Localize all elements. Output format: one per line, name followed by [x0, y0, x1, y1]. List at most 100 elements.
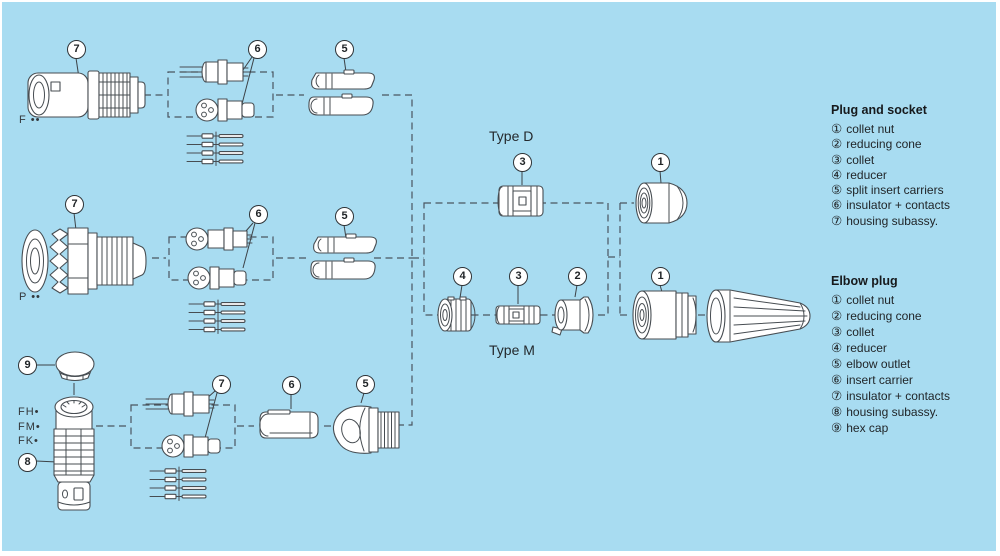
series-label-p: P •• [19, 291, 41, 303]
legend-item-label: insulator + contacts [846, 389, 950, 403]
series-label-f: F •• [19, 114, 41, 126]
insulator-male-drawing [145, 391, 215, 417]
legend-item-number: ⑤ [831, 357, 843, 371]
legend-item-number: ⑨ [831, 421, 843, 435]
legend-item-label: insert carrier [846, 373, 913, 387]
type-d-label: Type D [489, 128, 534, 144]
type-m-label: Type M [489, 342, 535, 358]
legend-item-number: ① [831, 122, 843, 136]
legend-item-number: ⑦ [831, 213, 843, 228]
legend-item-label: reducing cone [846, 137, 922, 152]
legend-item-number: ⑥ [831, 198, 843, 213]
collet-type-d-drawing [497, 185, 544, 217]
contacts-drawing [188, 299, 246, 334]
legend-item-label: housing subassy. [846, 213, 939, 228]
reducing-cone-drawing [551, 296, 594, 336]
callout-typed-nut: 1 [651, 153, 670, 172]
legend-item-label: reducer [846, 341, 887, 355]
panel-socket-drawing [21, 227, 147, 295]
callout-leader-lines [35, 56, 663, 463]
legend-item-number: ② [831, 309, 843, 323]
callout-typem-cone: 2 [568, 267, 587, 286]
callout-socket-insulator: 6 [249, 205, 268, 224]
legend-item-number: ② [831, 137, 843, 152]
callout-typed-collet: 3 [513, 153, 532, 172]
legend-item-label: collet nut [846, 122, 895, 136]
collet-type-m-drawing [495, 305, 541, 325]
insulator-female-drawing [161, 434, 221, 458]
callout-plug-carriers: 5 [335, 40, 354, 59]
callout-elbow-hexcap: 9 [18, 356, 37, 375]
callout-elbow-outlet: 5 [356, 375, 375, 394]
legend-item-label: reducing cone [846, 309, 922, 323]
legend-title: Plug and socket [831, 103, 927, 117]
callout-elbow-housing: 8 [18, 453, 37, 472]
series-label-fm: FM• [18, 421, 41, 433]
straight-plug-drawing [27, 70, 146, 120]
series-label-fh: FH• [18, 406, 40, 418]
insulator-female-drawing [195, 98, 255, 122]
insulator-male-drawing [179, 59, 249, 85]
legend-item-label: collet [846, 152, 875, 167]
split-insert-carriers-drawing [308, 69, 375, 116]
contacts-drawing [186, 131, 244, 166]
legend-item-number: ③ [831, 325, 843, 339]
callout-typem-nut: 1 [651, 267, 670, 286]
insulator-socket-bottom-drawing [187, 266, 247, 290]
legend-item-label: collet nut [846, 293, 895, 307]
legend-item-number: ⑤ [831, 183, 843, 198]
callout-elbow-insulator: 7 [212, 375, 231, 394]
legend-item-number: ① [831, 293, 843, 307]
elbow-outlet-drawing [332, 405, 400, 454]
callout-elbow-carrier: 6 [282, 376, 301, 395]
elbow-housing-drawing [53, 396, 95, 511]
insulator-socket-top-drawing [185, 227, 253, 251]
legend-item-label: reducer [846, 167, 887, 182]
split-insert-carriers-drawing [310, 233, 377, 280]
collet-nut-drawing [635, 182, 688, 224]
callout-plug-housing: 7 [67, 40, 86, 59]
callout-typem-reducer: 4 [453, 267, 472, 286]
legend-item-number: ④ [831, 167, 843, 182]
legend-item-number: ③ [831, 152, 843, 167]
legend-item-label: elbow outlet [846, 357, 911, 371]
legend-item-label: housing subassy. [846, 405, 939, 419]
legend-item-label: collet [846, 325, 875, 339]
legend-item-label: hex cap [846, 421, 889, 435]
callout-typem-collet: 3 [509, 267, 528, 286]
legend-item-number: ⑧ [831, 405, 843, 419]
hex-cap-drawing [55, 351, 95, 382]
strain-relief-boot-drawing [706, 289, 811, 343]
legend-item-number: ⑥ [831, 373, 843, 387]
collet-nut-drawing [632, 290, 697, 340]
legend-item-number: ④ [831, 341, 843, 355]
series-label-fk: FK• [18, 435, 39, 447]
legend-title: Elbow plug [831, 274, 898, 288]
legend-item-label: split insert carriers [846, 183, 944, 198]
callout-socket-carriers: 5 [335, 207, 354, 226]
contacts-drawing [149, 466, 207, 501]
reducer-drawing [437, 296, 476, 332]
legend-item-number: ⑦ [831, 389, 843, 403]
callout-plug-insulator: 6 [248, 40, 267, 59]
